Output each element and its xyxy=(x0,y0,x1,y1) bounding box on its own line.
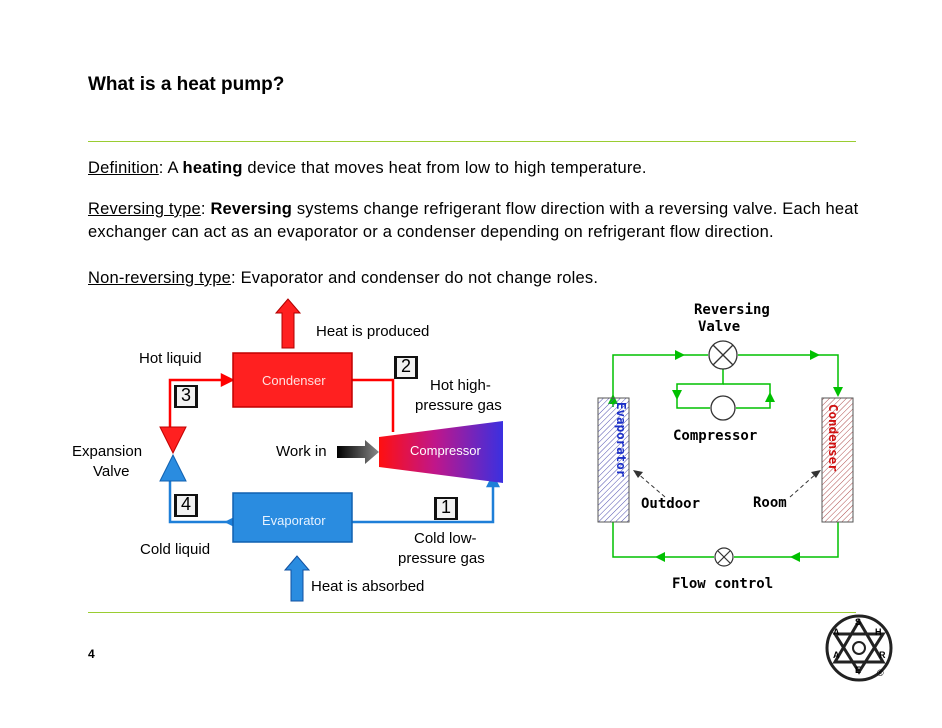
heat-absorbed-label: Heat is absorbed xyxy=(311,578,425,595)
definition-paragraph: Definition: A heating device that moves … xyxy=(88,157,878,180)
heat-absorbed-arrow xyxy=(283,555,311,602)
compressor-shape xyxy=(379,421,503,483)
logo-letter-r: R xyxy=(879,650,886,660)
reversing-pipes xyxy=(612,354,839,558)
expansion-valve-bottom xyxy=(159,453,187,482)
definition-label: Definition xyxy=(88,159,159,177)
bottom-divider xyxy=(88,612,856,613)
evaporator-coil xyxy=(597,397,630,523)
logo-letter-s: S xyxy=(855,617,862,627)
expansion-label-line1: Expansion xyxy=(72,443,143,460)
step-4: 4 xyxy=(180,494,191,514)
ashrae-logo xyxy=(825,614,893,682)
label-pointers xyxy=(636,472,818,498)
right-compressor-label: Compressor xyxy=(673,428,758,444)
logo-registered-mark: ® xyxy=(877,668,884,678)
nonreversing-label: Non-reversing type xyxy=(88,269,231,287)
compressor-circle xyxy=(710,395,736,421)
condenser-coil xyxy=(821,397,854,523)
right-evaporator-label: Evaporator xyxy=(614,402,629,478)
step-1: 1 xyxy=(440,497,451,517)
hot-gas-label-line1: Hot high- xyxy=(430,377,491,394)
cold-gas-label-line2: pressure gas xyxy=(398,550,485,567)
logo-letter-e: E xyxy=(855,665,862,675)
evaporator-box xyxy=(232,492,353,543)
work-in-arrow xyxy=(337,440,379,464)
reversing-valve-symbol xyxy=(708,340,738,370)
expansion-valve-top xyxy=(159,426,187,455)
hot-liquid-label: Hot liquid xyxy=(139,350,202,367)
flow-control-symbol xyxy=(714,547,734,567)
heat-produced-arrow xyxy=(274,298,302,349)
reversing-text: systems change refrigerant flow directio… xyxy=(88,200,859,241)
reversing-paragraph: Reversing type: Reversing systems change… xyxy=(88,198,878,244)
logo-letter-a2: A xyxy=(833,650,840,660)
top-divider xyxy=(88,141,856,142)
reversing-sep: : xyxy=(200,200,211,218)
slide-title: What is a heat pump? xyxy=(88,74,285,95)
reversing-arrowheads xyxy=(608,350,843,562)
definition-bold: heating xyxy=(182,159,243,177)
compressor-label: Compressor xyxy=(410,443,481,458)
step-badges xyxy=(174,356,458,520)
label-pointer-heads xyxy=(633,470,821,478)
room-label: Room xyxy=(753,495,787,511)
evaporator-label: Evaporator xyxy=(262,513,326,528)
step-3: 3 xyxy=(180,385,191,405)
heat-produced-label: Heat is produced xyxy=(316,323,430,340)
expansion-label-line2: Valve xyxy=(93,463,130,480)
page-number: 4 xyxy=(88,647,95,661)
nonreversing-text: : Evaporator and condenser do not change… xyxy=(231,269,599,287)
outdoor-label: Outdoor xyxy=(641,496,701,512)
right-condenser-label: Condenser xyxy=(826,404,841,472)
reversing-valve-label-line2: Valve xyxy=(698,319,741,335)
cold-liquid-label: Cold liquid xyxy=(140,541,211,558)
cold-gas-label-line1: Cold low- xyxy=(414,530,477,547)
definition-text: device that moves heat from low to high … xyxy=(242,159,647,177)
reversing-label: Reversing type xyxy=(88,200,201,218)
definition-sep: : A xyxy=(158,159,183,177)
condenser-box xyxy=(232,352,353,408)
hot-gas-label-line2: pressure gas xyxy=(415,397,502,414)
reversing-bold: Reversing xyxy=(210,200,293,218)
nonreversing-paragraph: Non-reversing type: Evaporator and conde… xyxy=(88,267,878,290)
flow-control-label: Flow control xyxy=(672,576,774,592)
logo-letter-h: H xyxy=(875,627,882,637)
condenser-label: Condenser xyxy=(262,373,326,388)
logo-letter-a1: A xyxy=(833,627,840,637)
work-in-label: Work in xyxy=(276,443,327,460)
reversing-valve-label-line1: Reversing xyxy=(694,302,770,318)
hot-side-pipes xyxy=(168,372,395,432)
step-2: 2 xyxy=(400,356,411,376)
